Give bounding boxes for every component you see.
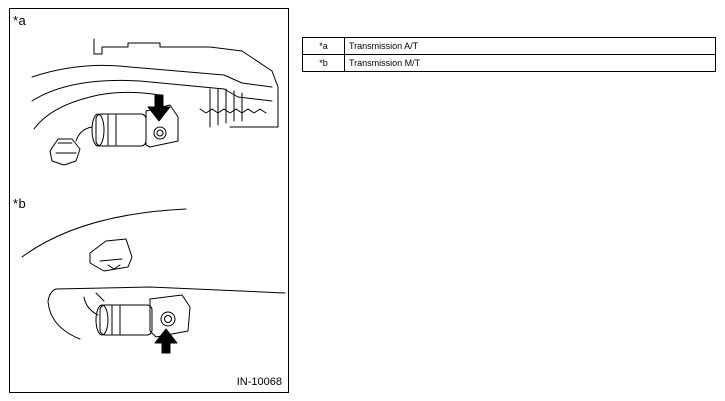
view-a-arrow (147, 94, 171, 122)
legend-key: *b (302, 54, 345, 72)
view-a-bolt-inner (156, 129, 164, 137)
legend-key: *a (302, 37, 345, 55)
table-row: *a Transmission A/T (302, 37, 716, 55)
view-a-body-contour (31, 79, 273, 102)
view-b-motor-ribs (111, 305, 121, 335)
view-b-bolt-inner (164, 315, 172, 323)
view-b-bracket (149, 294, 191, 338)
view-a-motor-end (91, 113, 105, 147)
view-a-body-panel (93, 38, 279, 128)
view-b-arrow (154, 328, 178, 354)
view-a-body-panel-inner (31, 64, 273, 88)
illustration-frame: *a *b IN-10068 (9, 8, 289, 393)
view-b-motor-housing (99, 304, 153, 336)
figure-id: IN-10068 (236, 376, 282, 388)
view-b-motor-end (95, 304, 109, 336)
view-a-label: *a (13, 13, 27, 28)
illustration-drawing (21, 38, 286, 354)
view-b-drawing (21, 208, 286, 354)
view-a-connector-lines (55, 142, 77, 154)
table-row: *b Transmission M/T (302, 54, 716, 72)
view-b-harness (83, 292, 105, 316)
view-a-connector (49, 138, 81, 166)
view-a-harness (75, 126, 93, 142)
view-a-bolt (153, 126, 167, 140)
view-a-body-contour-2 (33, 91, 161, 130)
view-b-body-contour (47, 288, 81, 340)
legend-text: Transmission A/T (344, 37, 716, 55)
legend-text: Transmission M/T (344, 54, 716, 72)
view-b-fender-arc (21, 208, 187, 258)
view-a-ribs (209, 88, 243, 128)
view-a-bracket (145, 104, 179, 148)
view-b-clip-detail (99, 258, 123, 270)
view-a-rib-teeth (199, 108, 267, 114)
view-b-bolt (160, 311, 176, 327)
view-a-motor-ribs (107, 114, 117, 146)
view-b-clip (89, 238, 133, 272)
legend-table: *a Transmission A/T *b Transmission M/T (302, 37, 716, 72)
view-b-label: *b (13, 196, 27, 211)
view-a-drawing (31, 38, 279, 166)
view-b-body-top (55, 286, 286, 294)
